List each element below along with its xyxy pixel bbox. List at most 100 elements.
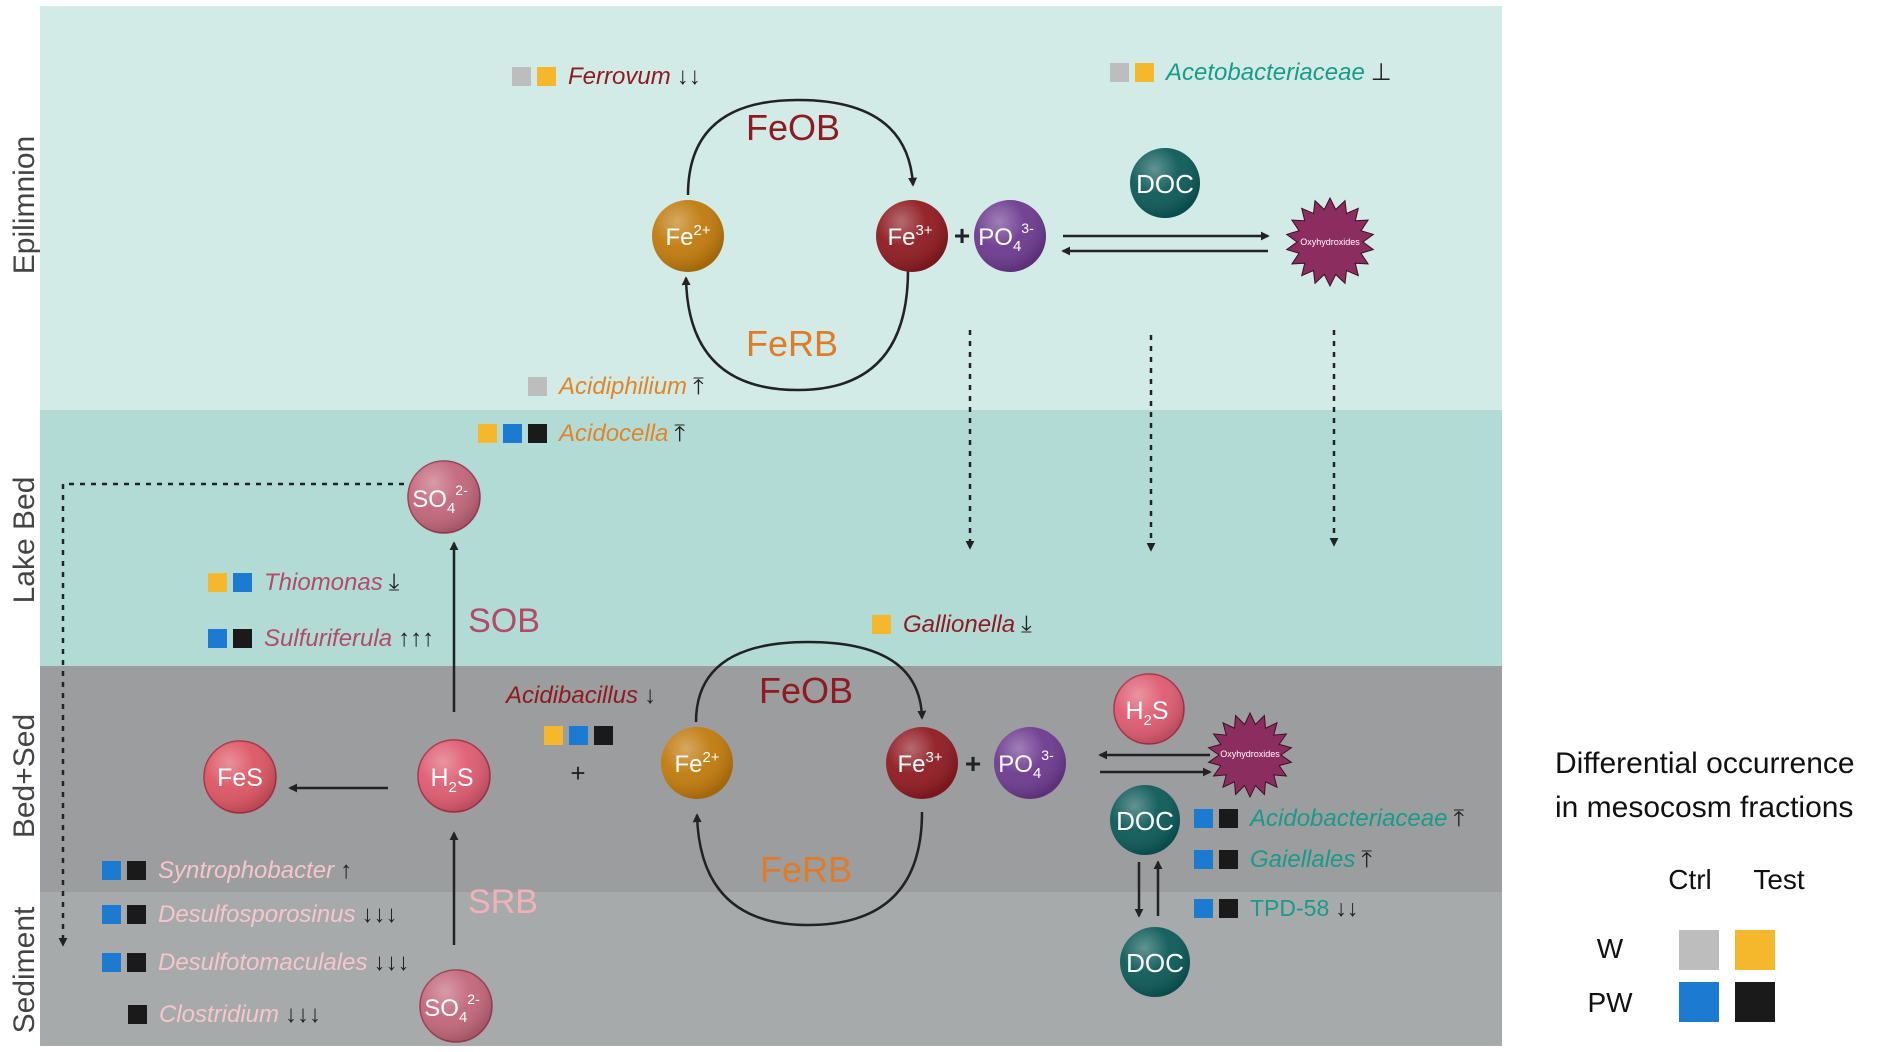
occurrence-square — [478, 424, 497, 443]
occurrence-square — [594, 726, 613, 745]
zone-label-lake-bed: Lake Bed — [8, 477, 41, 604]
so4-lower: SO42- — [419, 969, 493, 1043]
svg-text:DOC: DOC — [1136, 169, 1194, 199]
legend-square-ctrl-w — [1679, 930, 1719, 970]
legend-row-w: W — [1597, 933, 1624, 964]
svg-text:H2S: H2S — [1125, 697, 1168, 729]
occurrence-square — [544, 726, 563, 745]
taxon-tpd58: TPD-58↓↓ — [1194, 895, 1358, 921]
feob-arrow-top — [686, 98, 918, 196]
occurrence-square — [569, 726, 588, 745]
legend: Differential occurrence in mesocosm frac… — [1555, 747, 1855, 1022]
occurrence-square — [127, 905, 146, 924]
taxon-name: Acetobacteriaceae⊥ — [1164, 59, 1392, 86]
occurrence-square — [1194, 850, 1213, 869]
h2s-right: H2S — [1113, 673, 1185, 745]
taxon-name: Acidobacteriaceae⤒ — [1248, 805, 1464, 832]
process-sob: SOB — [468, 602, 540, 640]
occurrence-square — [233, 573, 252, 592]
occurrence-square — [537, 67, 556, 86]
legend-title-line1: Differential occurrence — [1555, 747, 1855, 780]
taxon-name: Thiomonas⤓ — [264, 569, 400, 596]
svg-text:Fe3+: Fe3+ — [887, 222, 932, 251]
taxon-sulfuriferula: Sulfuriferula↑↑↑ — [208, 625, 434, 652]
svg-text:FeS: FeS — [217, 764, 263, 792]
taxon-name: Acidocella⤒ — [557, 420, 685, 447]
svg-text:SO42-: SO42- — [412, 482, 468, 517]
taxon-name: Clostridium↓↓↓ — [159, 1001, 321, 1028]
h2s-left: H2S — [417, 739, 491, 813]
legend-row-pw: PW — [1587, 987, 1633, 1018]
taxon-name: Sulfuriferula↑↑↑ — [264, 625, 434, 652]
taxon-name: TPD-58↓↓ — [1250, 895, 1358, 921]
taxon-acidobacteriaceae: Acidobacteriaceae⤒ — [1194, 805, 1464, 832]
taxon-name: Syntrophobacter↑ — [158, 857, 352, 884]
so4-upper: SO42- — [407, 460, 481, 534]
taxon-thiomonas: Thiomonas⤓ — [208, 569, 400, 596]
occurrence-square — [208, 573, 227, 592]
occurrence-square — [1110, 63, 1129, 82]
taxon-name: Gallionella⤓ — [903, 611, 1032, 638]
zone-label-epilimnion: Epilimnion — [8, 136, 41, 274]
occurrence-square — [1219, 850, 1238, 869]
taxon-acidibacillus: Acidibacillus↓ — [504, 682, 656, 709]
process-ferb-top: FeRB — [746, 323, 838, 364]
occurrence-square — [512, 67, 531, 86]
taxon-name: Desulfotomaculales↓↓↓ — [158, 949, 409, 976]
occurrence-square — [1219, 809, 1238, 828]
occurrence-square — [1194, 809, 1213, 828]
po4-bottom: PO43- — [994, 727, 1066, 799]
legend-title-line2: in mesocosm fractions — [1555, 791, 1853, 824]
taxon-desulfosporosinus: Desulfosporosinus↓↓↓ — [102, 901, 397, 928]
taxon-name: Acidibacillus↓ — [504, 682, 656, 709]
oxyhydroxides-bottom: Oxyhydroxides — [1207, 711, 1293, 799]
po4-top: PO43- — [974, 200, 1046, 272]
ferb-arrow-bottom — [692, 811, 924, 927]
occurrence-square — [233, 629, 252, 648]
process-feob-bottom: FeOB — [759, 670, 853, 711]
taxon-name: Gaiellales⤒ — [1250, 846, 1372, 873]
occurrence-square — [208, 629, 227, 648]
svg-text:DOC: DOC — [1126, 948, 1184, 978]
taxon-name: Ferrovum↓↓ — [568, 63, 701, 90]
svg-text:PO43-: PO43- — [978, 220, 1034, 255]
svg-text:Fe2+: Fe2+ — [665, 222, 710, 251]
occurrence-square — [528, 377, 547, 396]
svg-text:SO42-: SO42- — [424, 991, 480, 1026]
occurrence-square — [102, 861, 121, 880]
svg-text:Oxyhydroxides: Oxyhydroxides — [1220, 749, 1280, 759]
fe2-bottom: Fe2+ — [661, 727, 733, 799]
occurrence-square — [1219, 899, 1238, 918]
svg-text:H2S: H2S — [430, 764, 473, 796]
taxa-labels: Ferrovum↓↓ Acetobacteriaceae⊥ Acidiphilium… — [102, 59, 1464, 1028]
legend-square-test-pw — [1735, 982, 1775, 1022]
taxon-desulfotomaculales: Desulfotomaculales↓↓↓ — [102, 949, 409, 976]
occurrence-square — [503, 424, 522, 443]
occurrence-square — [127, 861, 146, 880]
process-ferb-bottom: FeRB — [760, 849, 852, 890]
svg-text:DOC: DOC — [1116, 806, 1174, 836]
occurrence-square — [1135, 63, 1154, 82]
legend-col-test: Test — [1753, 864, 1805, 895]
zone-label-sediment: Sediment — [8, 906, 41, 1033]
occurrence-square — [127, 953, 146, 972]
taxon-ferrovum: Ferrovum↓↓ — [512, 63, 701, 90]
fe2-top: Fe2+ — [652, 200, 724, 272]
doc-top: DOC — [1130, 148, 1200, 218]
doc-bed: DOC — [1110, 785, 1180, 855]
taxon-gaiellales: Gaiellales⤒ — [1194, 846, 1372, 873]
taxon-name: Acidiphilium⤒ — [557, 373, 704, 400]
legend-square-test-w — [1735, 930, 1775, 970]
svg-text:PO43-: PO43- — [998, 747, 1054, 782]
taxon-acetobacteriaceae: Acetobacteriaceae⊥ — [1110, 59, 1392, 86]
taxon-clostridium: Clostridium↓↓↓ — [128, 1001, 321, 1028]
zone-sediment-bg — [40, 892, 1502, 1046]
sulfate-transport-arrow — [58, 482, 404, 947]
occurrence-square — [102, 905, 121, 924]
taxon-syntrophobacter: Syntrophobacter↑ — [102, 857, 352, 884]
process-feob-top: FeOB — [746, 107, 840, 148]
zone-label-bed-sed: Bed+Sed — [8, 714, 41, 838]
svg-text:Fe2+: Fe2+ — [674, 749, 719, 778]
taxon-name: Desulfosporosinus↓↓↓ — [158, 901, 397, 928]
